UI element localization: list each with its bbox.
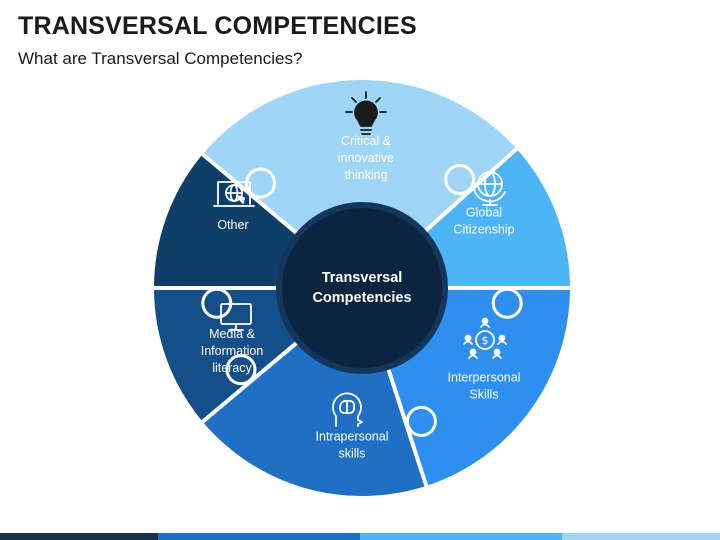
segment-label-line: Skills (469, 388, 498, 402)
page-title: TRANSVERSAL COMPETENCIES (18, 12, 417, 40)
segment-label-line: Citizenship (453, 223, 514, 237)
web-browser-icon (213, 181, 255, 207)
center-title-line2: Competencies (312, 290, 411, 306)
brain-head-icon (332, 392, 363, 427)
globe-icon (472, 171, 506, 206)
puzzle-knob (444, 164, 476, 196)
hub-circle (282, 208, 442, 368)
segment-label-line: Other (217, 218, 248, 232)
segment-label-line: thinking (344, 168, 387, 182)
segment-label-line: Critical & (341, 134, 392, 148)
footer-bar-segment (561, 533, 720, 540)
segment-label-other: Other (217, 218, 248, 232)
segment-critical (202, 80, 517, 289)
segment-label-media: Media & Information literacy (201, 327, 264, 375)
puzzle-knob (491, 287, 523, 319)
segment-label-line: Interpersonal (448, 371, 521, 385)
puzzle-knob (245, 167, 277, 199)
monitor-icon (220, 303, 252, 331)
segment-label-line: literacy (212, 361, 252, 375)
svg-text:$: $ (482, 334, 489, 347)
segment-label-critical: Critical & innovative thinking (338, 134, 394, 182)
segment-label-line: skills (338, 447, 365, 461)
segment-label-line: Information (201, 344, 264, 358)
footer-bar-segment (158, 533, 360, 540)
footer-bar-segment (0, 533, 159, 540)
footer-bar-segment (359, 533, 562, 540)
segment-label-line: Intrapersonal (316, 430, 389, 444)
segment-label-intrapersonal: Intrapersonal skills (316, 430, 389, 461)
page-subtitle: What are Transversal Competencies? (18, 49, 303, 68)
puzzle-knob (405, 405, 437, 437)
lightbulb-icon (345, 91, 387, 135)
segment-label-line: Media & (209, 327, 256, 341)
people-network-icon: $ (463, 317, 507, 359)
footer-color-bar (0, 533, 720, 540)
puzzle-knob (225, 354, 257, 386)
center-title-line1: Transversal (322, 270, 403, 286)
segment-label-line: Global (466, 206, 502, 220)
segment-label-line: innovative (338, 151, 394, 165)
